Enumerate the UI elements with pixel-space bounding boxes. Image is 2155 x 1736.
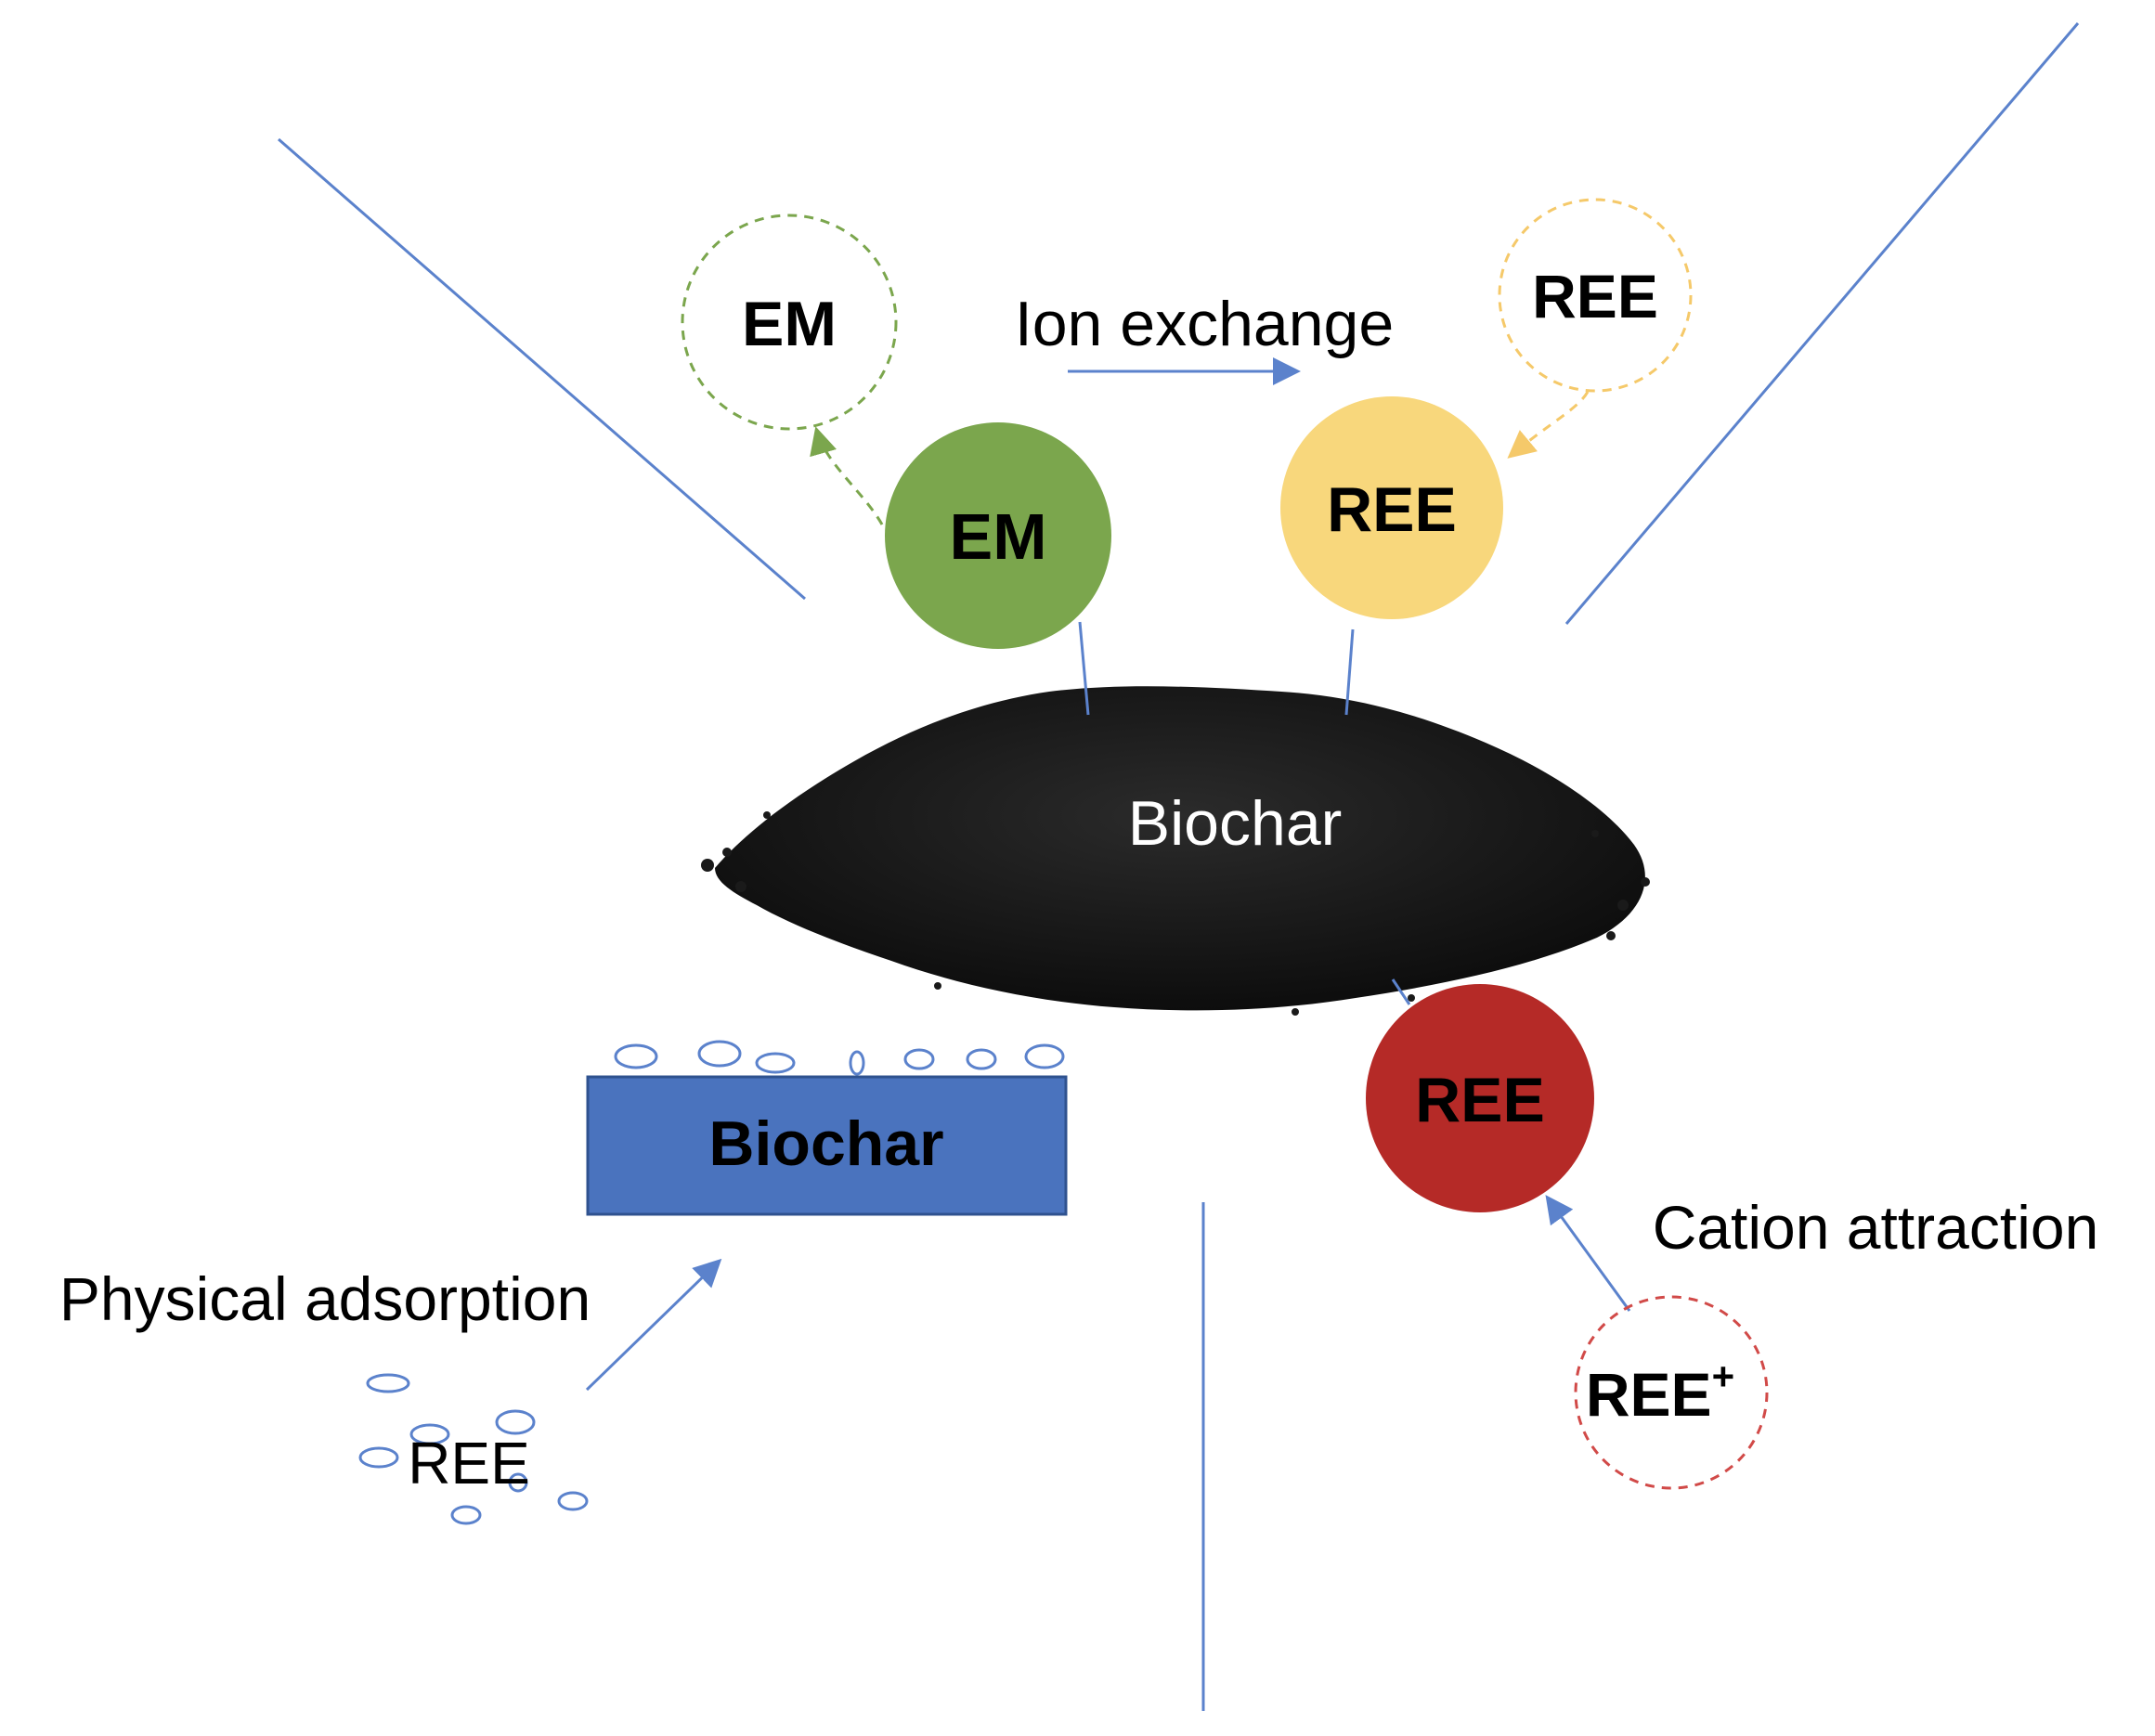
free-particle — [508, 1472, 528, 1493]
biochar-pile-label: Biochar — [1128, 788, 1343, 859]
em-released-label: EM — [742, 289, 837, 359]
em-connector-line — [1078, 621, 1090, 716]
ree-ion-dashed-circle — [1574, 1295, 1769, 1490]
free-particle — [366, 1373, 410, 1393]
ree-cation-connector-line — [1391, 978, 1411, 1005]
ree-incoming-dashed-circle — [1498, 198, 1693, 393]
em-released-dashed-circle — [681, 214, 898, 431]
free-particle — [358, 1446, 399, 1469]
biochar-grain — [1408, 994, 1415, 1002]
ion-exchange-label: Ion exchange — [1015, 289, 1394, 359]
ree-cation-bound-label: REE — [1415, 1065, 1545, 1135]
adsorbed-particle — [849, 1050, 865, 1076]
biochar-block-label: Biochar — [708, 1108, 943, 1179]
adsorbed-particle — [1024, 1043, 1065, 1069]
divider-line-upper-left — [278, 137, 806, 601]
physical-adsorption-arrow — [585, 1258, 722, 1392]
biochar-grain — [1617, 900, 1629, 911]
adsorbed-particle — [755, 1052, 796, 1074]
em-release-arrow — [810, 426, 884, 525]
biochar-grain — [763, 811, 771, 819]
biochar-grain — [701, 859, 714, 872]
em-bound-label: EM — [950, 500, 1047, 573]
biochar-block — [586, 1075, 1068, 1216]
biochar-pile-image — [701, 686, 1650, 1016]
cation-attraction-label: Cation attraction — [1653, 1193, 2099, 1262]
physical-adsorption-label: Physical adsorption — [59, 1264, 591, 1333]
adsorbed-particle — [697, 1040, 742, 1068]
free-particles — [358, 1373, 589, 1525]
free-particle — [409, 1423, 450, 1445]
free-particle — [450, 1505, 482, 1525]
ree-exchange-bound-label: REE — [1327, 474, 1457, 545]
ree-uptake-arrow — [1507, 391, 1590, 459]
biochar-grain — [1606, 931, 1616, 940]
adsorbed-particles — [614, 1040, 1065, 1076]
ree-ion-label: REE+ — [1586, 1354, 1734, 1429]
ree-exchange-connector-line — [1344, 628, 1355, 716]
adsorbed-particle — [966, 1048, 997, 1070]
divider-line-upper-right — [1564, 22, 2080, 625]
free-particle — [557, 1491, 589, 1511]
ree-cation-bound-circle — [1366, 984, 1594, 1212]
adsorbed-particle — [903, 1048, 935, 1070]
free-particle — [495, 1409, 536, 1435]
em-bound-circle — [885, 422, 1111, 649]
biochar-grain — [1641, 877, 1650, 887]
biochar-pile — [715, 686, 1645, 1011]
biochar-grain — [735, 881, 746, 892]
cation-attraction-arrow — [1545, 1195, 1631, 1312]
biochar-grain — [722, 848, 732, 857]
ree-incoming-label: REE — [1532, 262, 1658, 330]
ree-ion-charge: + — [1712, 1354, 1735, 1398]
biochar-grain — [1292, 1008, 1299, 1016]
ree-exchange-bound-circle — [1280, 396, 1503, 619]
biochar-grain — [1591, 830, 1599, 837]
adsorbed-particle — [614, 1043, 658, 1069]
biochar-grain — [934, 982, 941, 990]
ree-ion-symbol: REE — [1586, 1360, 1712, 1429]
free-ree-label: REE — [408, 1430, 530, 1496]
